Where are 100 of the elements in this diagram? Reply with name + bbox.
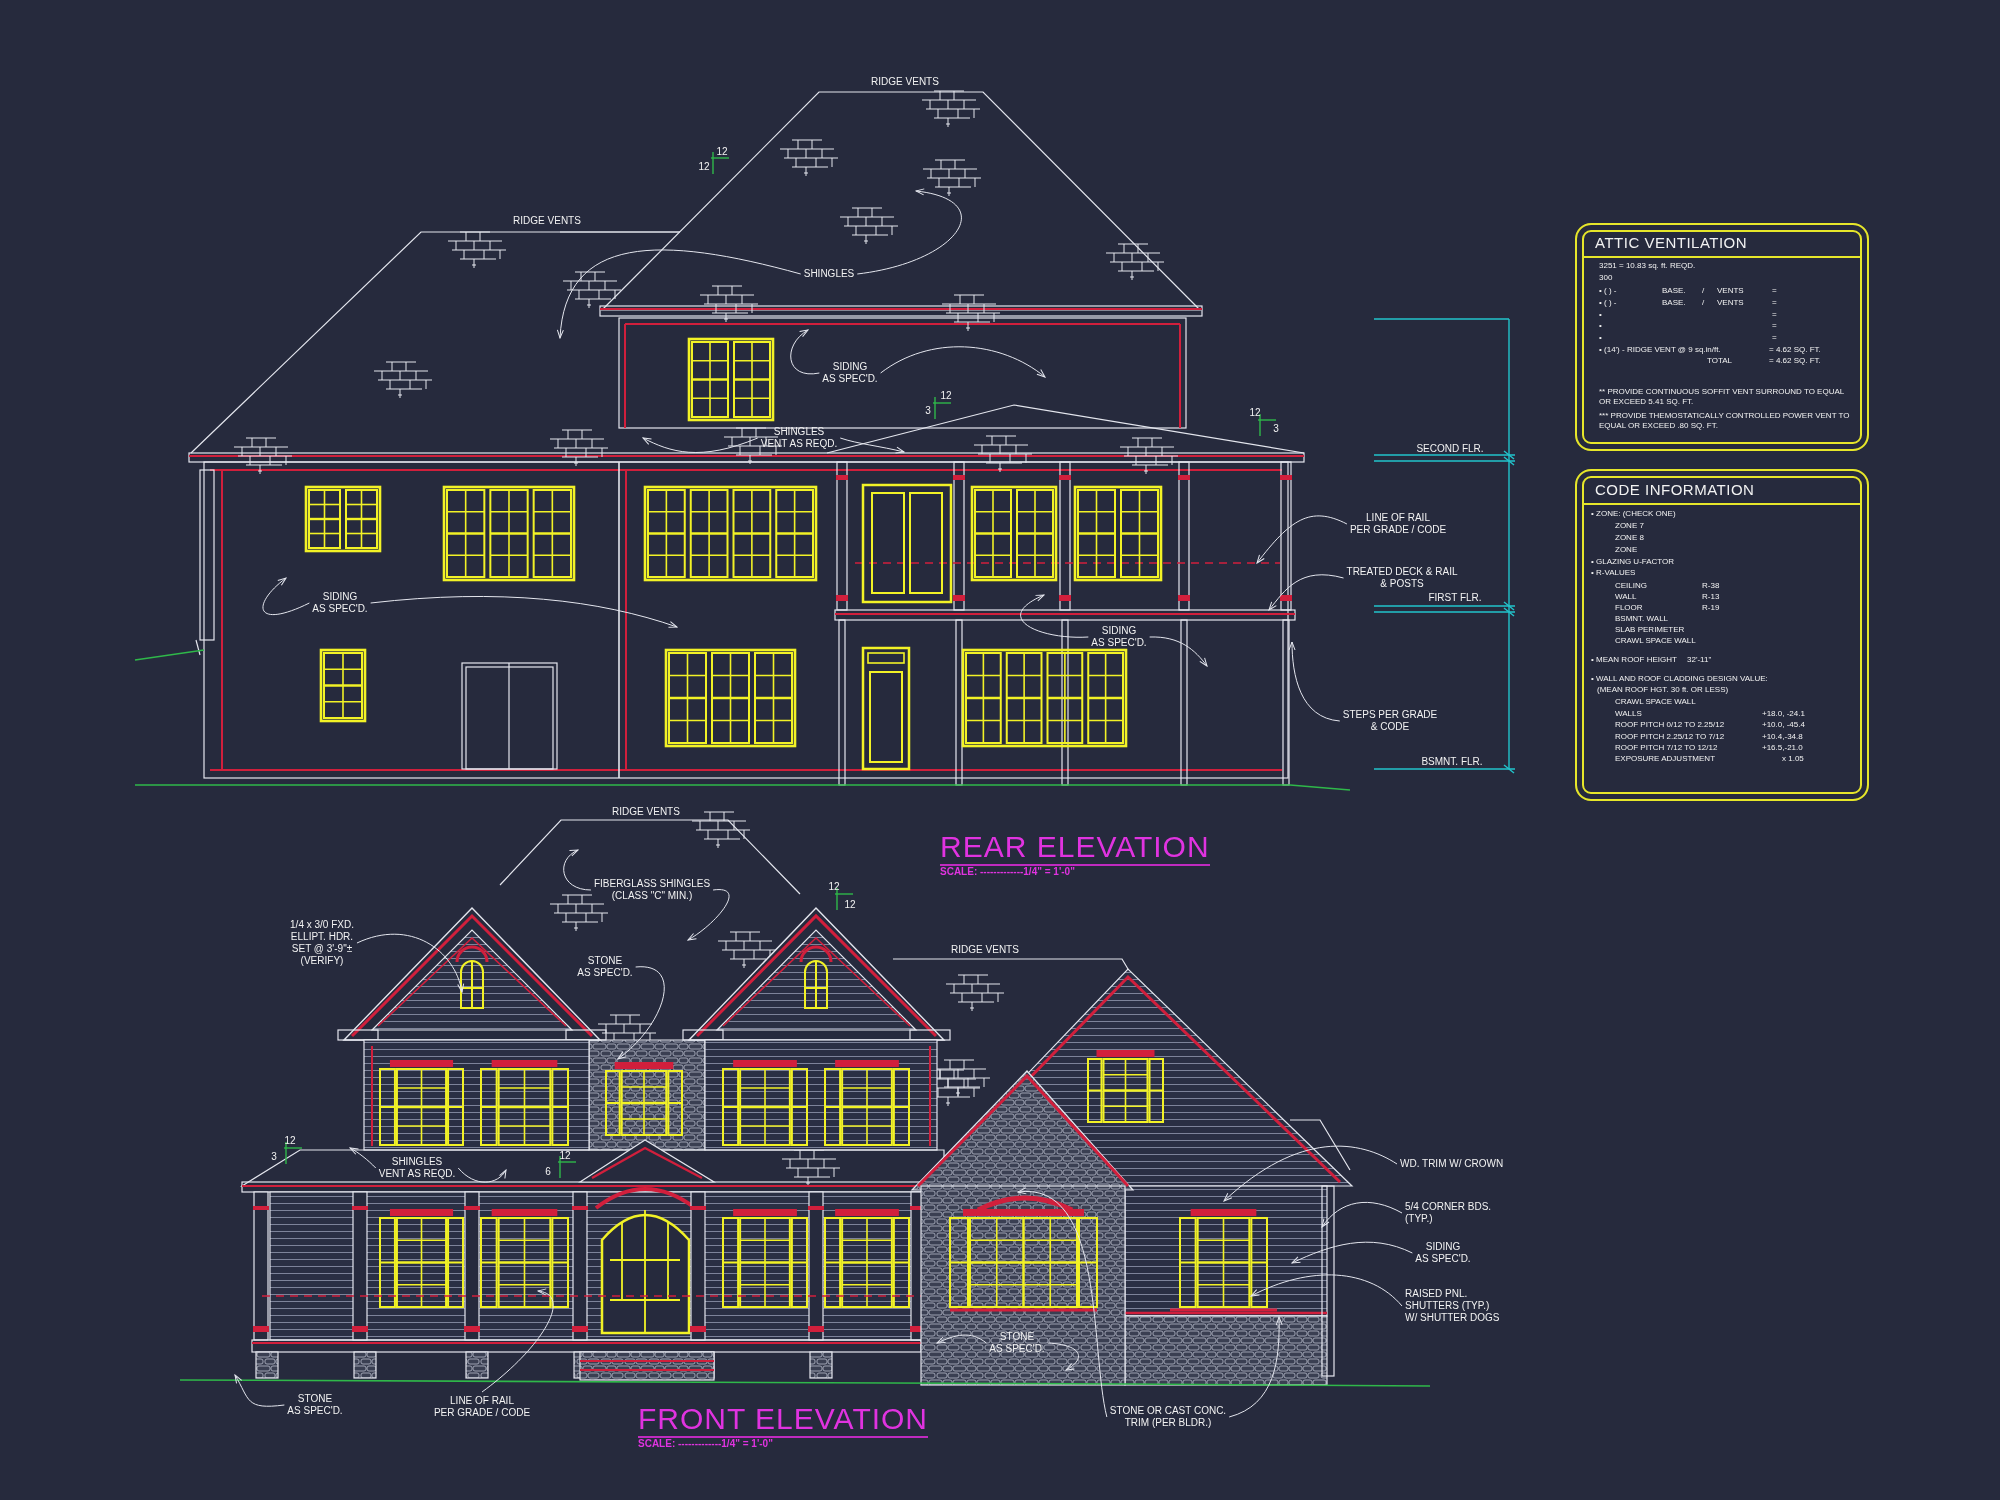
note-text: +10.0, -45.4	[1762, 720, 1805, 730]
pitch-number: 12	[844, 899, 856, 911]
callout-text: TREATED DECK & RAIL & POSTS	[1346, 566, 1458, 590]
note-text: VENTS	[1717, 286, 1744, 296]
note-text: R-13	[1702, 592, 1720, 602]
note-text: • R-VALUES	[1591, 568, 1636, 578]
note-text: =	[1772, 310, 1777, 320]
note-text: CEILING	[1615, 581, 1647, 591]
leader-line	[356, 933, 464, 993]
leader-line	[790, 329, 820, 375]
note-text: =	[1772, 286, 1777, 296]
leader-line	[1017, 1188, 1108, 1418]
leader-line	[370, 596, 678, 628]
pitch-number: 6	[545, 1166, 551, 1178]
note-text: /	[1702, 286, 1705, 296]
note-text: =	[1772, 333, 1777, 343]
leader-line	[839, 437, 905, 454]
note-text: R-38	[1702, 581, 1720, 591]
callout-text: STONE AS SPEC'D.	[989, 1331, 1045, 1355]
note-text: 3251 = 10.83 sq. ft. REQD.	[1599, 261, 1696, 271]
note-text: =	[1772, 321, 1777, 331]
leader-line	[617, 966, 665, 1060]
pitch-number: 12	[284, 1135, 296, 1147]
pitch-number: 3	[271, 1151, 277, 1163]
note-text: SLAB PERIMETER	[1615, 625, 1685, 635]
note-text: •	[1599, 310, 1602, 320]
note-text: VENTS	[1717, 298, 1744, 308]
leader-line	[1288, 641, 1341, 722]
note-text: • ZONE: (CHECK ONE)	[1591, 509, 1676, 519]
leader-line	[1256, 515, 1348, 564]
note-text: = 4.62 SQ. FT.	[1769, 356, 1821, 366]
note-text: • ( ) -	[1599, 298, 1617, 308]
note-text: = 4.62 SQ. FT.	[1769, 345, 1821, 355]
leader-line	[856, 188, 962, 275]
pitch-number: 12	[716, 146, 728, 158]
note-text: R-19	[1702, 603, 1720, 613]
note-text: WALLS	[1615, 709, 1642, 719]
note-text: +18.0, -24.1	[1762, 709, 1805, 719]
note-text: BSMNT. WALL	[1615, 614, 1669, 624]
annotation-text: RIDGE VENTS	[871, 76, 939, 88]
leader-line	[687, 889, 730, 941]
note-text: +16.5,-21.0	[1762, 743, 1803, 753]
note-text: ZONE	[1615, 545, 1638, 555]
callout-text: 5/4 CORNER BDS. (TYP.)	[1405, 1201, 1492, 1225]
note-text: WALL	[1615, 592, 1637, 602]
note-text: ZONE 8	[1615, 533, 1644, 543]
callout-text: SHINGLES VENT AS REQD.	[378, 1156, 456, 1180]
notes-panel	[1575, 223, 1869, 451]
leader-line	[563, 849, 592, 891]
callout-text: SIDING AS SPEC'D.	[822, 361, 878, 385]
note-text: ROOF PITCH 2.25/12 TO 7/12	[1615, 732, 1725, 742]
leader-line	[1149, 636, 1208, 667]
note-text: +10.4,-34.8	[1762, 732, 1803, 742]
panel-heading: CODE INFORMATION	[1595, 480, 1755, 498]
note-text: FLOOR	[1615, 603, 1643, 613]
note-text: • (14') - RIDGE VENT @ 9 sq.in/ft.	[1599, 345, 1721, 355]
pitch-number: 3	[925, 405, 931, 417]
note-text: 300	[1599, 273, 1613, 283]
note-text: BASE.	[1662, 298, 1686, 308]
note-text: *** PROVIDE THEMOSTATICALLY CONTROLLED POWER VENT TO EQUAL OR EXCEED .80 SQ. FT.	[1599, 411, 1851, 431]
scale-note: SCALE: -------------1/4" = 1'-0"	[638, 1438, 773, 1450]
note-text: TOTAL	[1707, 356, 1733, 366]
leader-line	[1291, 1241, 1413, 1264]
callout-text: STEPS PER GRADE & CODE	[1342, 709, 1438, 733]
scale-note: SCALE: -------------1/4" = 1'-0"	[940, 866, 1075, 878]
leader-line	[234, 1374, 285, 1407]
floor-level-label: SECOND FLR.	[1416, 443, 1484, 455]
note-text: x 1.05	[1782, 754, 1804, 764]
leader-line	[1047, 1342, 1080, 1371]
elevation-title: FRONT ELEVATION	[638, 1402, 929, 1438]
pitch-number: 12	[698, 161, 710, 173]
callout-text: RAISED PNL. SHUTTERS (TYP.) W/ SHUTTER DOGS	[1405, 1288, 1500, 1324]
callout-text: FIBERGLASS SHINGLES (CLASS "C" MIN.)	[593, 878, 711, 902]
leader-line	[1250, 1274, 1403, 1307]
callout-text: LINE OF RAIL PER GRADE / CODE	[1349, 512, 1447, 536]
annotation-text: RIDGE VENTS	[951, 944, 1019, 956]
note-text: • WALL AND ROOF CLADDING DESIGN VALUE:	[1591, 674, 1768, 684]
pitch-number: 12	[940, 390, 952, 402]
note-text: =	[1772, 298, 1777, 308]
leader-line	[262, 577, 310, 615]
callout-text: SIDING AS SPEC'D.	[312, 591, 368, 615]
pitch-number: 3	[1273, 423, 1279, 435]
annotation-text: RIDGE VENTS	[513, 215, 581, 227]
leader-line	[880, 346, 1046, 378]
callout-text: STONE AS SPEC'D.	[287, 1393, 343, 1417]
note-text: • GLAZING U-FACTOR	[1591, 557, 1675, 567]
leader-line	[642, 437, 759, 453]
pitch-number: 12	[1249, 407, 1261, 419]
callout-text: SHINGLES	[803, 268, 855, 280]
leader-line	[349, 1147, 377, 1169]
callout-text: 1/4 x 3/0 FXD. ELLIPT. HDR. SET @ 3'-9"± (VERIFY)	[290, 919, 354, 967]
leader-line	[1223, 1145, 1398, 1202]
callout-text: SIDING AS SPEC'D.	[1415, 1241, 1471, 1265]
note-text: CRAWL SPACE WALL	[1615, 697, 1696, 707]
floor-level-label: FIRST FLR.	[1428, 592, 1482, 604]
note-text: (MEAN ROOF HGT. 30 ft. OR LESS)	[1597, 685, 1729, 695]
pitch-number: 12	[828, 881, 840, 893]
callout-text: SHINGLES VENT AS REQD.	[760, 426, 838, 450]
leader-line	[481, 1289, 554, 1393]
leader-line	[1321, 1201, 1403, 1228]
